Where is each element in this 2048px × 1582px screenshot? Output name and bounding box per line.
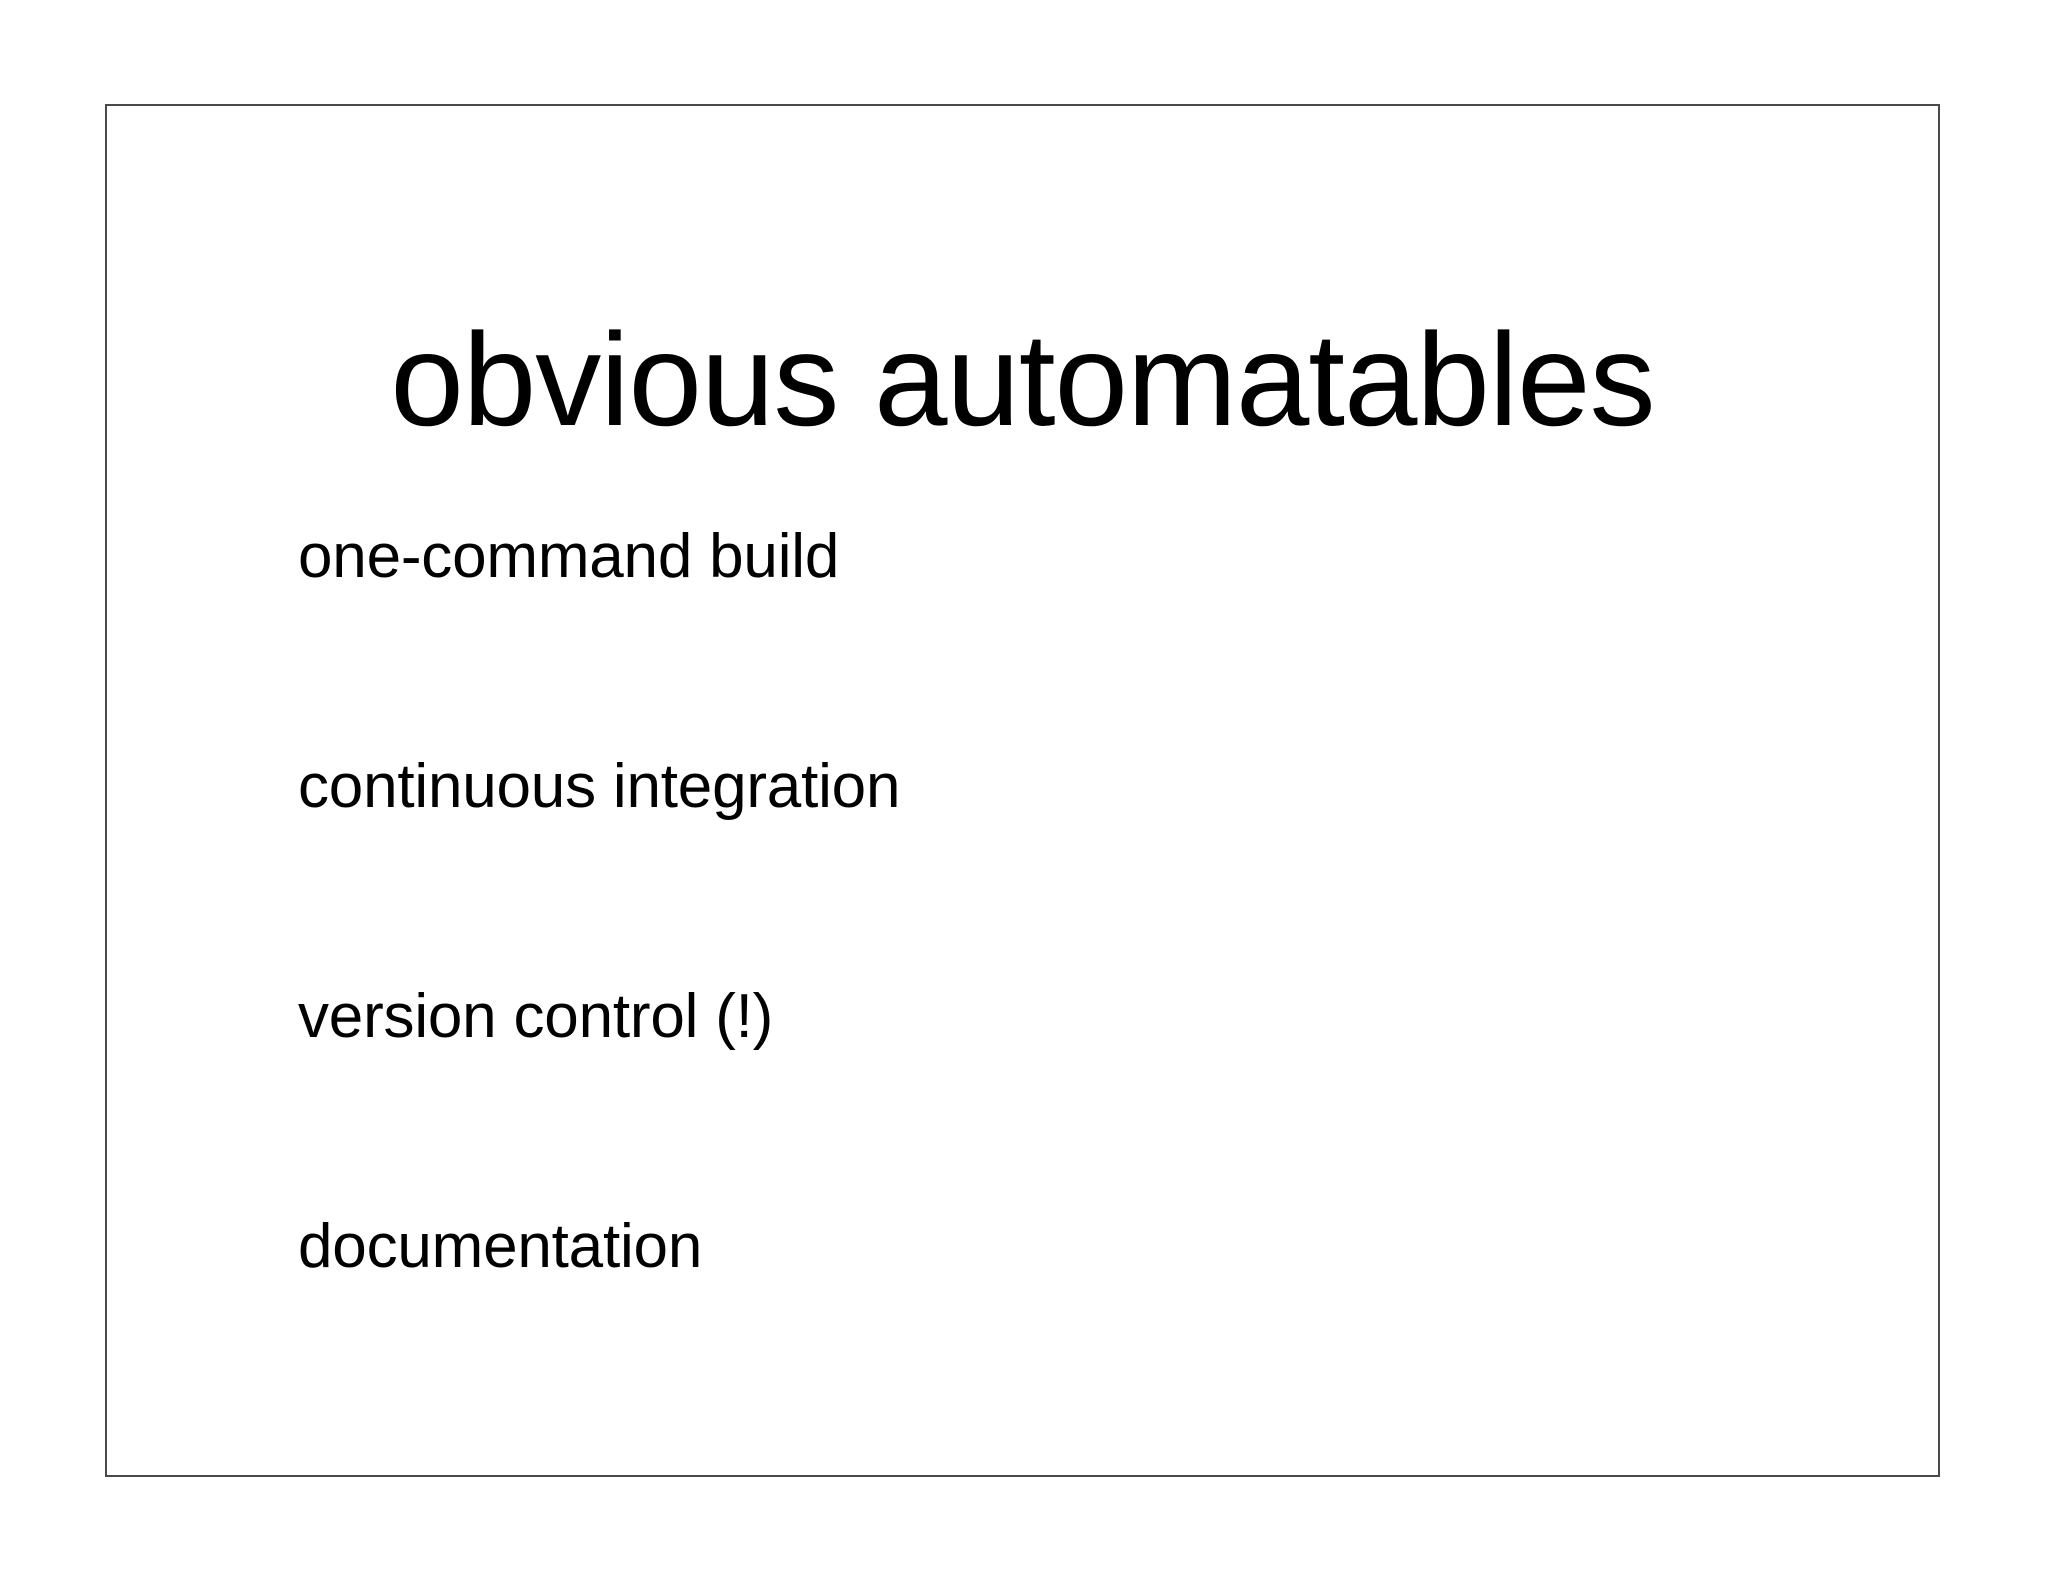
page-title: obvious automatables	[390, 306, 1655, 454]
list-item: continuous integration	[298, 752, 901, 821]
slide-frame: obvious automatables one-command build c…	[105, 104, 1940, 1477]
list-item: one-command build	[298, 522, 840, 591]
bullet-list: one-command build continuous integration…	[298, 526, 1798, 1278]
list-item: version control (!)	[298, 982, 774, 1051]
list-item: documentation	[298, 1212, 703, 1281]
